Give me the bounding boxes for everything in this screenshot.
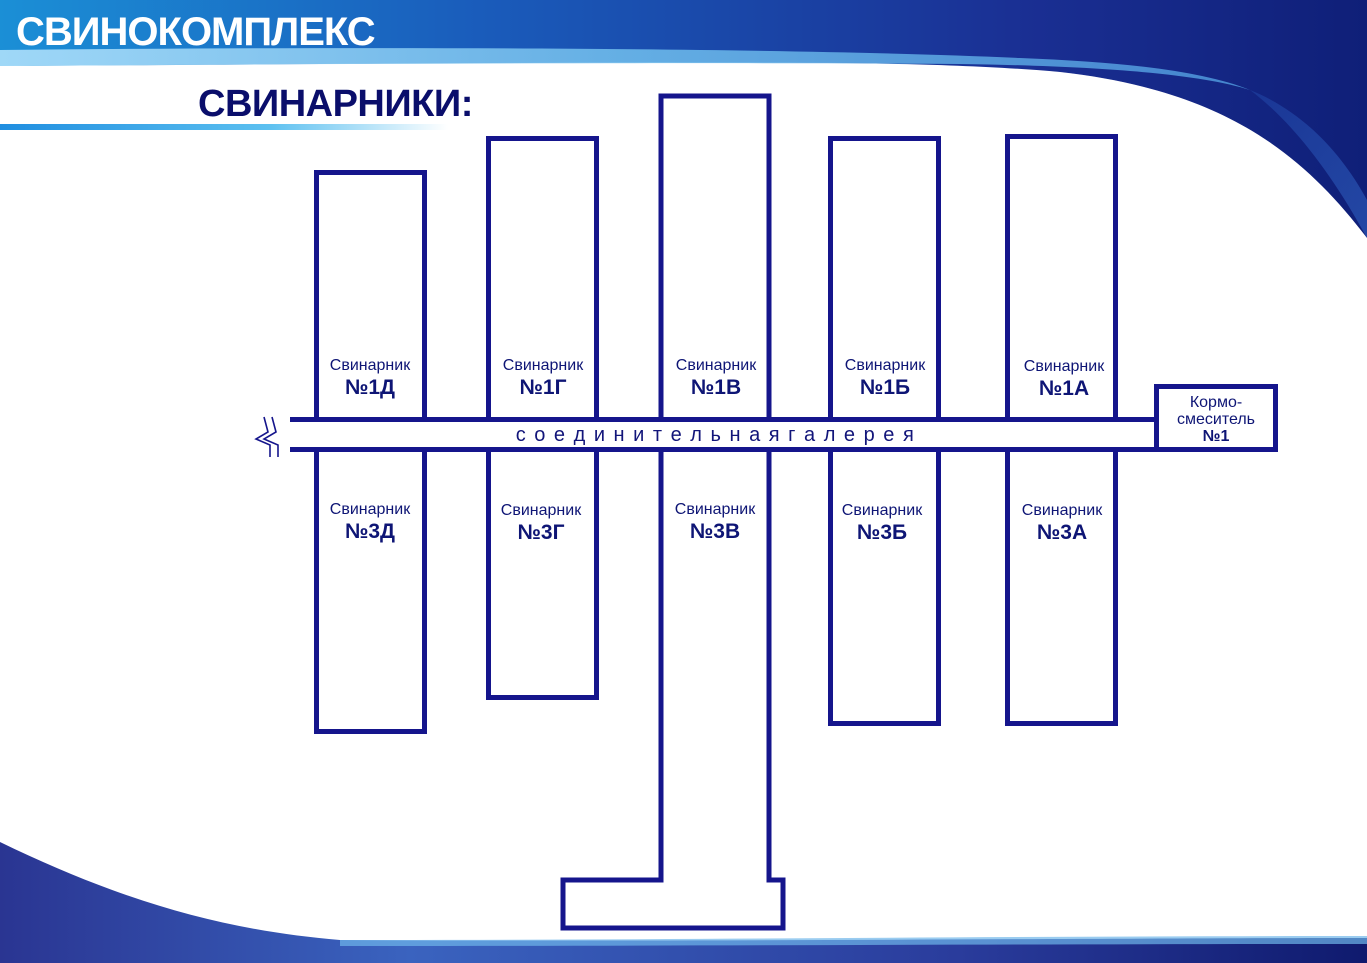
label-3b: Свинарник №3Б — [812, 502, 952, 544]
label-1b-number: №1Б — [859, 375, 911, 399]
building-1d-3d — [314, 170, 427, 734]
label-1d: Свинарник №1Д — [300, 357, 440, 399]
label-3v: Свинарник №3В — [645, 501, 785, 543]
label-1d-number: №1Д — [344, 375, 396, 399]
label-3d: Свинарник №3Д — [300, 501, 440, 543]
label-1g-number: №1Г — [519, 375, 567, 399]
label-1g-caption: Свинарник — [502, 357, 584, 374]
connecting-gallery — [274, 417, 1156, 452]
label-1a: Свинарник №1А — [994, 358, 1134, 400]
feed-mixer-number: №1 — [1202, 427, 1230, 445]
feed-mixer-line1: Кормо- — [1189, 394, 1243, 411]
label-1a-caption: Свинарник — [1023, 358, 1105, 375]
label-3a-caption: Свинарник — [1021, 502, 1103, 519]
gallery-label: с о е д и н и т е л ь н а я г а л е р е … — [515, 424, 915, 446]
break-line-icon — [254, 416, 290, 457]
label-1b: Свинарник №1Б — [815, 357, 955, 399]
feed-mixer-line2: смеситель — [1176, 410, 1256, 428]
header-title: СВИНОКОМПЛЕКС — [16, 10, 376, 54]
label-1d-caption: Свинарник — [329, 357, 411, 374]
label-3b-caption: Свинарник — [841, 502, 923, 519]
label-1v-number: №1В — [690, 375, 742, 399]
label-3d-number: №3Д — [344, 519, 396, 543]
label-1b-caption: Свинарник — [844, 357, 926, 374]
feed-mixer-box: Кормо- смеситель №1 — [1154, 384, 1278, 452]
page-title: СВИНАРНИКИ: — [198, 83, 473, 125]
label-1g: Свинарник №1Г — [473, 357, 613, 399]
label-3v-number: №3В — [689, 519, 741, 543]
label-3b-number: №3Б — [856, 520, 908, 544]
label-3v-caption: Свинарник — [674, 501, 756, 518]
label-1v-caption: Свинарник — [675, 357, 757, 374]
label-3a-number: №3А — [1036, 520, 1088, 544]
label-3g: Свинарник №3Г — [471, 502, 611, 544]
label-3a: Свинарник №3А — [992, 502, 1132, 544]
label-1a-number: №1А — [1038, 376, 1090, 400]
label-3g-caption: Свинарник — [500, 502, 582, 519]
label-3d-caption: Свинарник — [329, 501, 411, 518]
label-3g-number: №3Г — [517, 520, 565, 544]
label-1v: Свинарник №1В — [646, 357, 786, 399]
